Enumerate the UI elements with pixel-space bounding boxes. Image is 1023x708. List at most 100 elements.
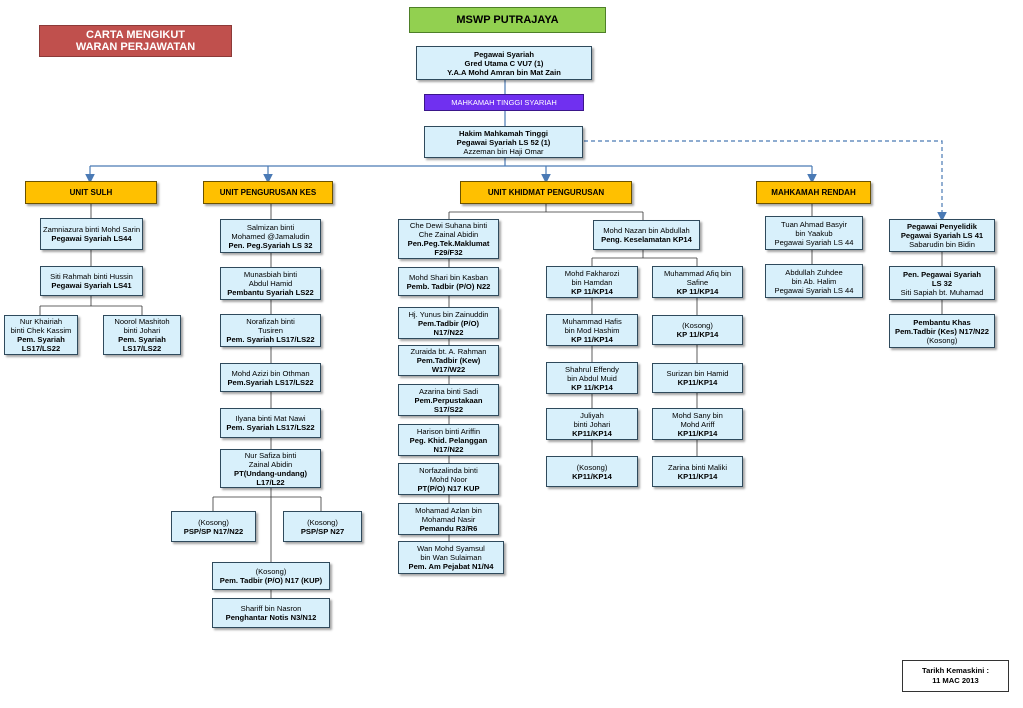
penyelidik-box-3-l3: (Kosong) [926,335,958,345]
sulh-box-1-post: Pegawai Syariah LS44 [51,234,132,243]
kes-box-7-l2: PSP/SP N17/N22 [183,526,244,536]
khidmat-kp-box-8-l2: KP11/KP14 [677,378,718,387]
khidmat-box-6: Harison binti Ariffin Peg. Khid. Pelangg… [398,424,499,456]
sulh-box-2: Siti Rahmah binti Hussin Pegawai Syariah… [40,266,143,296]
top-officer-l1: Pegawai Syariah [474,49,534,59]
khidmat-box-4-l3: W17/W22 [431,365,466,374]
khidmat-kp-box-10-l1: Zarina binti Maliki [667,462,728,472]
unit-mahkamah-rendah: MAHKAMAH RENDAH [756,181,871,204]
khidmat-box-7: Norfazalinda binti Mohd Noor PT(P/O) N17… [398,463,499,495]
mahkamah-label: MAHKAMAH TINGGI SYARIAH [424,94,584,111]
khidmat-keselamatan-l1: Mohd Nazan bin Abdullah [603,226,690,235]
khidmat-box-2-l2: Pemb. Tadbir (P/O) N22 [406,281,491,291]
update-date-box: Tarikh Kemaskini : 11 MAC 2013 [902,660,1009,692]
khidmat-kp-box-2-l3: KP 11/KP14 [571,334,613,344]
kes-box-6-l1: Nur Safiza binti [244,450,297,460]
kes-box-5: Ilyana binti Mat Nawi Pem. Syariah LS17/… [220,408,321,438]
kes-box-3-l3: Pem. Syariah LS17/LS22 [226,335,315,344]
sulh-box-1: Zamniazura binti Mohd Sarin Pegawai Syar… [40,218,143,250]
khidmat-kp-box-2-l2: bin Mod Hashim [564,325,620,335]
khidmat-kp-box-8-l1: Surizan bin Hamid [666,369,729,378]
rendah-box-2-l3: Pegawai Syariah LS 44 [774,285,854,295]
penyelidik-box-2: Pen. Pegawai Syariah LS 32 Siti Sapiah b… [889,266,995,300]
khidmat-kp-box-6: Muhammad Afiq bin Safine KP 11/KP14 [652,266,743,298]
penyelidik-box-1: Pegawai Penyelidik Pegawai Syariah LS 41… [889,219,995,252]
khidmat-kp-box-1-l1: Mohd Fakharozi [564,268,620,278]
penyelidik-box-3: Pembantu Khas Pem.Tadbir (Kes) N17/N22 (… [889,314,995,348]
khidmat-box-5-l1: Azarina binti Sadi [418,386,479,396]
khidmat-kp-box-3-l3: KP 11/KP14 [571,382,613,392]
kes-box-3: Norafizah binti Tusiren Pem. Syariah LS1… [220,314,321,347]
unit-khidmat-pengurusan: UNIT KHIDMAT PENGURUSAN [460,181,632,204]
sulh-box-1-name: Zamniazura binti Mohd Sarin [42,225,141,234]
khidmat-box-8-l2: Mohamad Nasir [421,514,476,524]
kes-box-7: (Kosong) PSP/SP N17/N22 [171,511,256,542]
khidmat-box-7-l1: Norfazalinda binti [419,465,478,475]
rendah-box-1-l1: Tuan Ahmad Basyir [781,219,847,229]
khidmat-kp-box-4: Juliyah binti Johari KP11/KP14 [546,408,638,440]
khidmat-keselamatan-box: Mohd Nazan bin Abdullah Peng. Keselamata… [593,220,700,250]
khidmat-box-5-l2: Pem.Perpustakaan [414,395,483,405]
kes-box-3-l1: Norafizah binti [246,317,295,326]
khidmat-keselamatan-l2: Peng. Keselamatan KP14 [601,235,692,244]
khidmat-kp-box-4-l2: binti Johari [573,419,611,429]
khidmat-kp-box-7-l2: KP 11/KP14 [676,330,719,339]
penyelidik-box-1-l1: Pegawai Penyelidik [906,222,978,231]
sulh-box-4-l4: LS17/LS22 [122,344,162,353]
kes-box-5-l1: Ilyana binti Mat Nawi [235,414,306,423]
kes-box-5-l2: Pem. Syariah LS17/LS22 [226,423,315,432]
khidmat-box-3: Hj. Yunus bin Zainuddin Pem.Tadbir (P/O)… [398,307,499,339]
sulh-box-4: Noorol Mashitoh binti Johari Pem. Syaria… [103,315,181,355]
top-officer-l2: Gred Utama C VU7 (1) [464,58,544,68]
penyelidik-box-2-l3: Siti Sapiah bt. Muhamad [900,287,984,297]
hakim-l3: Azzeman bin Haji Omar [463,146,544,156]
khidmat-box-3-l1: Hj. Yunus bin Zainuddin [408,309,489,319]
khidmat-kp-box-3-l2: bin Abdul Muid [567,373,617,383]
khidmat-kp-box-1: Mohd Fakharozi bin Hamdan KP 11/KP14 [546,266,638,298]
khidmat-kp-box-1-l3: KP 11/KP14 [571,286,613,296]
khidmat-kp-box-6-l3: KP 11/KP14 [676,286,719,296]
khidmat-kp-box-9-l2: Mohd Ariff [680,419,715,429]
kes-box-2-l2: Abdul Hamid [248,279,293,288]
khidmat-kp-box-9: Mohd Sany bin Mohd Ariff KP11/KP14 [652,408,743,440]
khidmat-box-1-l3: Pen.Peg.Tek.Maklumat [407,239,490,248]
khidmat-box-9: Wan Mohd Syamsul bin Wan Sulaiman Pem. A… [398,541,504,574]
rendah-box-2: Abdullah Zuhdee bin Ab. Halim Pegawai Sy… [765,264,863,298]
kes-box-7-l1: (Kosong) [198,517,229,527]
kes-box-8-l2: PSP/SP N27 [300,526,345,536]
khidmat-box-9-l1: Wan Mohd Syamsul [417,544,485,553]
khidmat-box-6-l3: N17/N22 [433,444,464,454]
update-date-value: 11 MAC 2013 [932,676,979,685]
sulh-box-3-l2: binti Chek Kassim [10,326,72,335]
chart-title: CARTA MENGIKUT WARAN PERJAWATAN [39,25,232,57]
khidmat-box-3-l2: Pem.Tadbir (P/O) [417,318,480,328]
kes-box-3-l2: Tusiren [257,326,284,335]
kes-box-2: Munasbiah binti Abdul Hamid Pembantu Sya… [220,267,321,300]
kes-box-6-l2: Zainal Abidin [248,459,293,469]
kes-box-8-l1: (Kosong) [307,517,338,527]
sulh-box-4-l1: Noorol Mashitoh [114,317,170,326]
penyelidik-box-2-l2: LS 32 [931,278,953,288]
chart-title-line1: CARTA MENGIKUT [86,29,185,41]
khidmat-kp-box-2: Muhammad Hafis bin Mod Hashim KP 11/KP14 [546,314,638,346]
khidmat-kp-box-7-l1: (Kosong) [682,321,713,330]
kes-box-1-l3: Pen. Peg.Syariah LS 32 [228,240,313,250]
khidmat-box-2: Mohd Shari bin Kasban Pemb. Tadbir (P/O)… [398,267,499,296]
chart-title-line2: WARAN PERJAWATAN [75,41,196,53]
khidmat-box-6-l2: Peg. Khid. Pelanggan [409,435,488,445]
khidmat-box-9-l3: Pem. Am Pejabat N1/N4 [408,562,494,571]
khidmat-box-8-l3: Pemandu R3/R6 [419,523,478,533]
khidmat-box-7-l2: Mohd Noor [429,474,468,484]
kes-box-6: Nur Safiza binti Zainal Abidin PT(Undang… [220,449,321,488]
khidmat-box-8-l1: Mohamad Azlan bin [415,505,482,515]
penyelidik-box-2-l1: Pen. Pegawai Syariah [902,269,982,279]
penyelidik-box-1-l2: Pegawai Syariah LS 41 [900,231,984,240]
khidmat-kp-box-1-l2: bin Hamdan [571,277,613,287]
update-date-label: Tarikh Kemaskini : [922,666,989,675]
rendah-box-1-l2: bin Yaakub [795,228,833,238]
khidmat-kp-box-6-l1: Muhammad Afiq bin [663,268,732,278]
kes-box-1-l1: Salmizan binti [246,222,295,232]
khidmat-kp-box-4-l3: KP11/KP14 [572,428,612,438]
khidmat-box-9-l2: bin Wan Sulaiman [420,553,482,562]
khidmat-kp-box-5-l1: (Kosong) [576,462,608,472]
